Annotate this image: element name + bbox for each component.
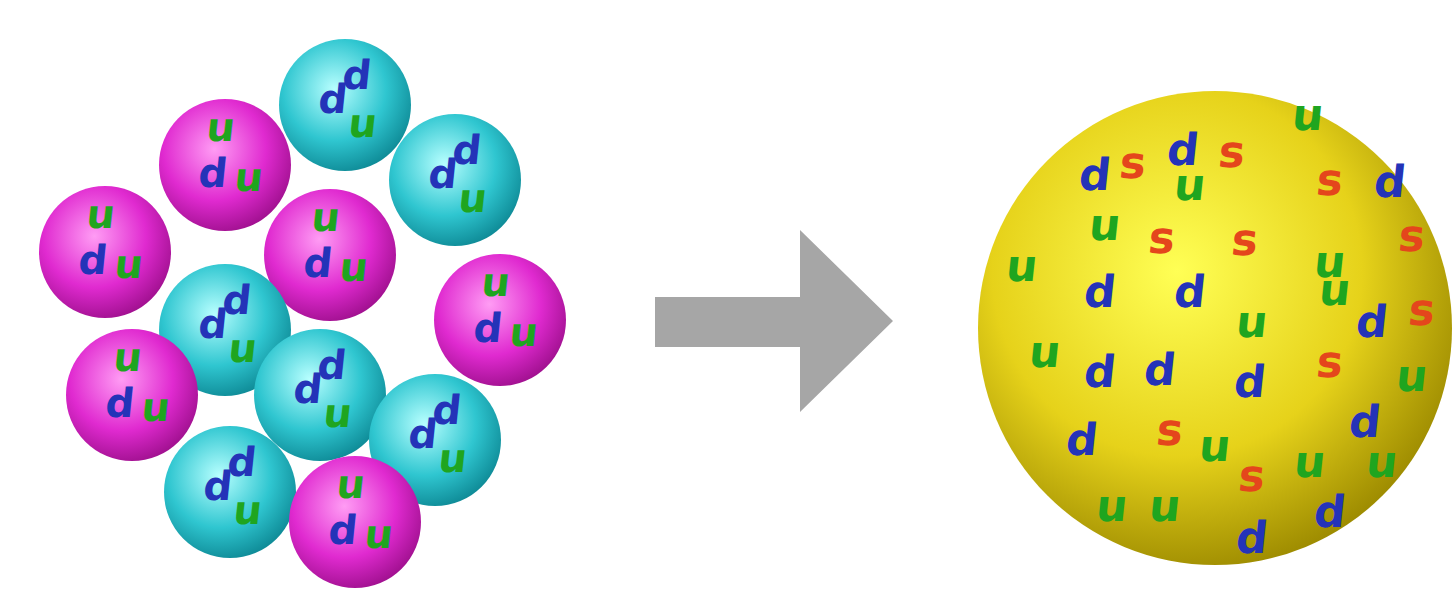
quark-letter: d [1234, 516, 1270, 560]
quark-letter: s [1315, 340, 1346, 384]
neutron-sphere: ddu [388, 113, 522, 247]
quark-letter: u [363, 514, 396, 554]
quark-letter: s [1230, 218, 1261, 262]
quark-letter: d [1082, 350, 1118, 394]
quark-letter: d [1372, 160, 1408, 204]
quark-letter: d [472, 308, 505, 348]
sphere-fill [434, 254, 566, 386]
sphere-fill [66, 329, 198, 461]
quark-letter: d [1082, 270, 1118, 314]
neutron-sphere: ddu [163, 425, 297, 559]
quark-letter: d [104, 383, 137, 423]
quark-letter: s [1217, 130, 1248, 174]
quark-letter: d [1232, 360, 1268, 404]
sphere-fill [279, 39, 411, 171]
arrow-shape [655, 230, 893, 412]
sphere-fill [39, 186, 171, 318]
quark-letter: d [1347, 400, 1383, 444]
quark-letter: d [1354, 300, 1390, 344]
quark-soup-sphere: dsdsuusdussusudduudsudddsudsusuuduudd [977, 90, 1453, 566]
quark-letter: u [1290, 93, 1326, 137]
quark-letter: d [431, 390, 464, 430]
quark-letter: s [1147, 216, 1178, 260]
quark-letter: u [338, 247, 371, 287]
quark-letter: u [232, 490, 265, 530]
quark-letter: u [1172, 163, 1208, 207]
quark-letter: d [77, 240, 110, 280]
sphere-fill [164, 426, 296, 558]
proton-sphere: udu [288, 455, 422, 589]
quark-letter: d [1312, 490, 1348, 534]
proton-sphere: udu [158, 98, 292, 232]
quark-letter: u [480, 262, 513, 302]
quark-letter: u [85, 194, 118, 234]
quark-letter: s [1155, 408, 1186, 452]
quark-letter: s [1118, 141, 1149, 185]
quark-letter: u [112, 337, 145, 377]
quark-letter: d [1172, 270, 1208, 314]
quark-letter: u [1394, 354, 1430, 398]
proton-sphere: udu [65, 328, 199, 462]
quark-letter: u [457, 178, 490, 218]
quark-letter: u [335, 464, 368, 504]
quark-letter: u [140, 387, 173, 427]
quark-letter: u [1087, 203, 1123, 247]
neutron-sphere: ddu [278, 38, 412, 172]
quark-letter: u [227, 328, 260, 368]
proton-sphere: udu [38, 185, 172, 319]
quark-letter: u [113, 244, 146, 284]
quark-letter: u [1027, 330, 1063, 374]
sphere-fill [389, 114, 521, 246]
quark-letter: d [341, 55, 374, 95]
quark-letter: u [1197, 424, 1233, 468]
quark-letter: u [1317, 268, 1353, 312]
quark-letter: u [233, 157, 266, 197]
quark-letter: d [316, 345, 349, 385]
quark-letter: u [437, 438, 470, 478]
quark-letter: u [508, 312, 541, 352]
quark-letter: s [1315, 158, 1346, 202]
quark-letter: u [1147, 484, 1183, 528]
quark-letter: u [1234, 300, 1270, 344]
quark-letter: d [327, 510, 360, 550]
quark-letter: d [1142, 348, 1178, 392]
quark-letter: u [1292, 440, 1328, 484]
sphere-fill [254, 329, 386, 461]
sphere-fill [289, 456, 421, 588]
neutron-sphere: ddu [253, 328, 387, 462]
quark-letter: d [221, 280, 254, 320]
quark-letter: d [1077, 153, 1113, 197]
quark-letter: d [197, 153, 230, 193]
quark-letter: d [1064, 418, 1100, 462]
quark-letter: d [226, 442, 259, 482]
sphere-fill [978, 91, 1452, 565]
quark-letter: s [1237, 454, 1268, 498]
proton-sphere: udu [433, 253, 567, 387]
quark-letter: d [451, 130, 484, 170]
sphere-fill [159, 99, 291, 231]
quark-letter: u [1004, 244, 1040, 288]
quark-letter: u [205, 107, 238, 147]
quark-letter: u [310, 197, 343, 237]
quark-letter: s [1407, 288, 1438, 332]
quark-letter: u [1094, 484, 1130, 528]
quark-letter: u [347, 103, 380, 143]
quark-letter: u [322, 393, 355, 433]
quark-letter: s [1397, 214, 1428, 258]
quark-letter: u [1364, 440, 1400, 484]
quark-letter: d [302, 243, 335, 283]
